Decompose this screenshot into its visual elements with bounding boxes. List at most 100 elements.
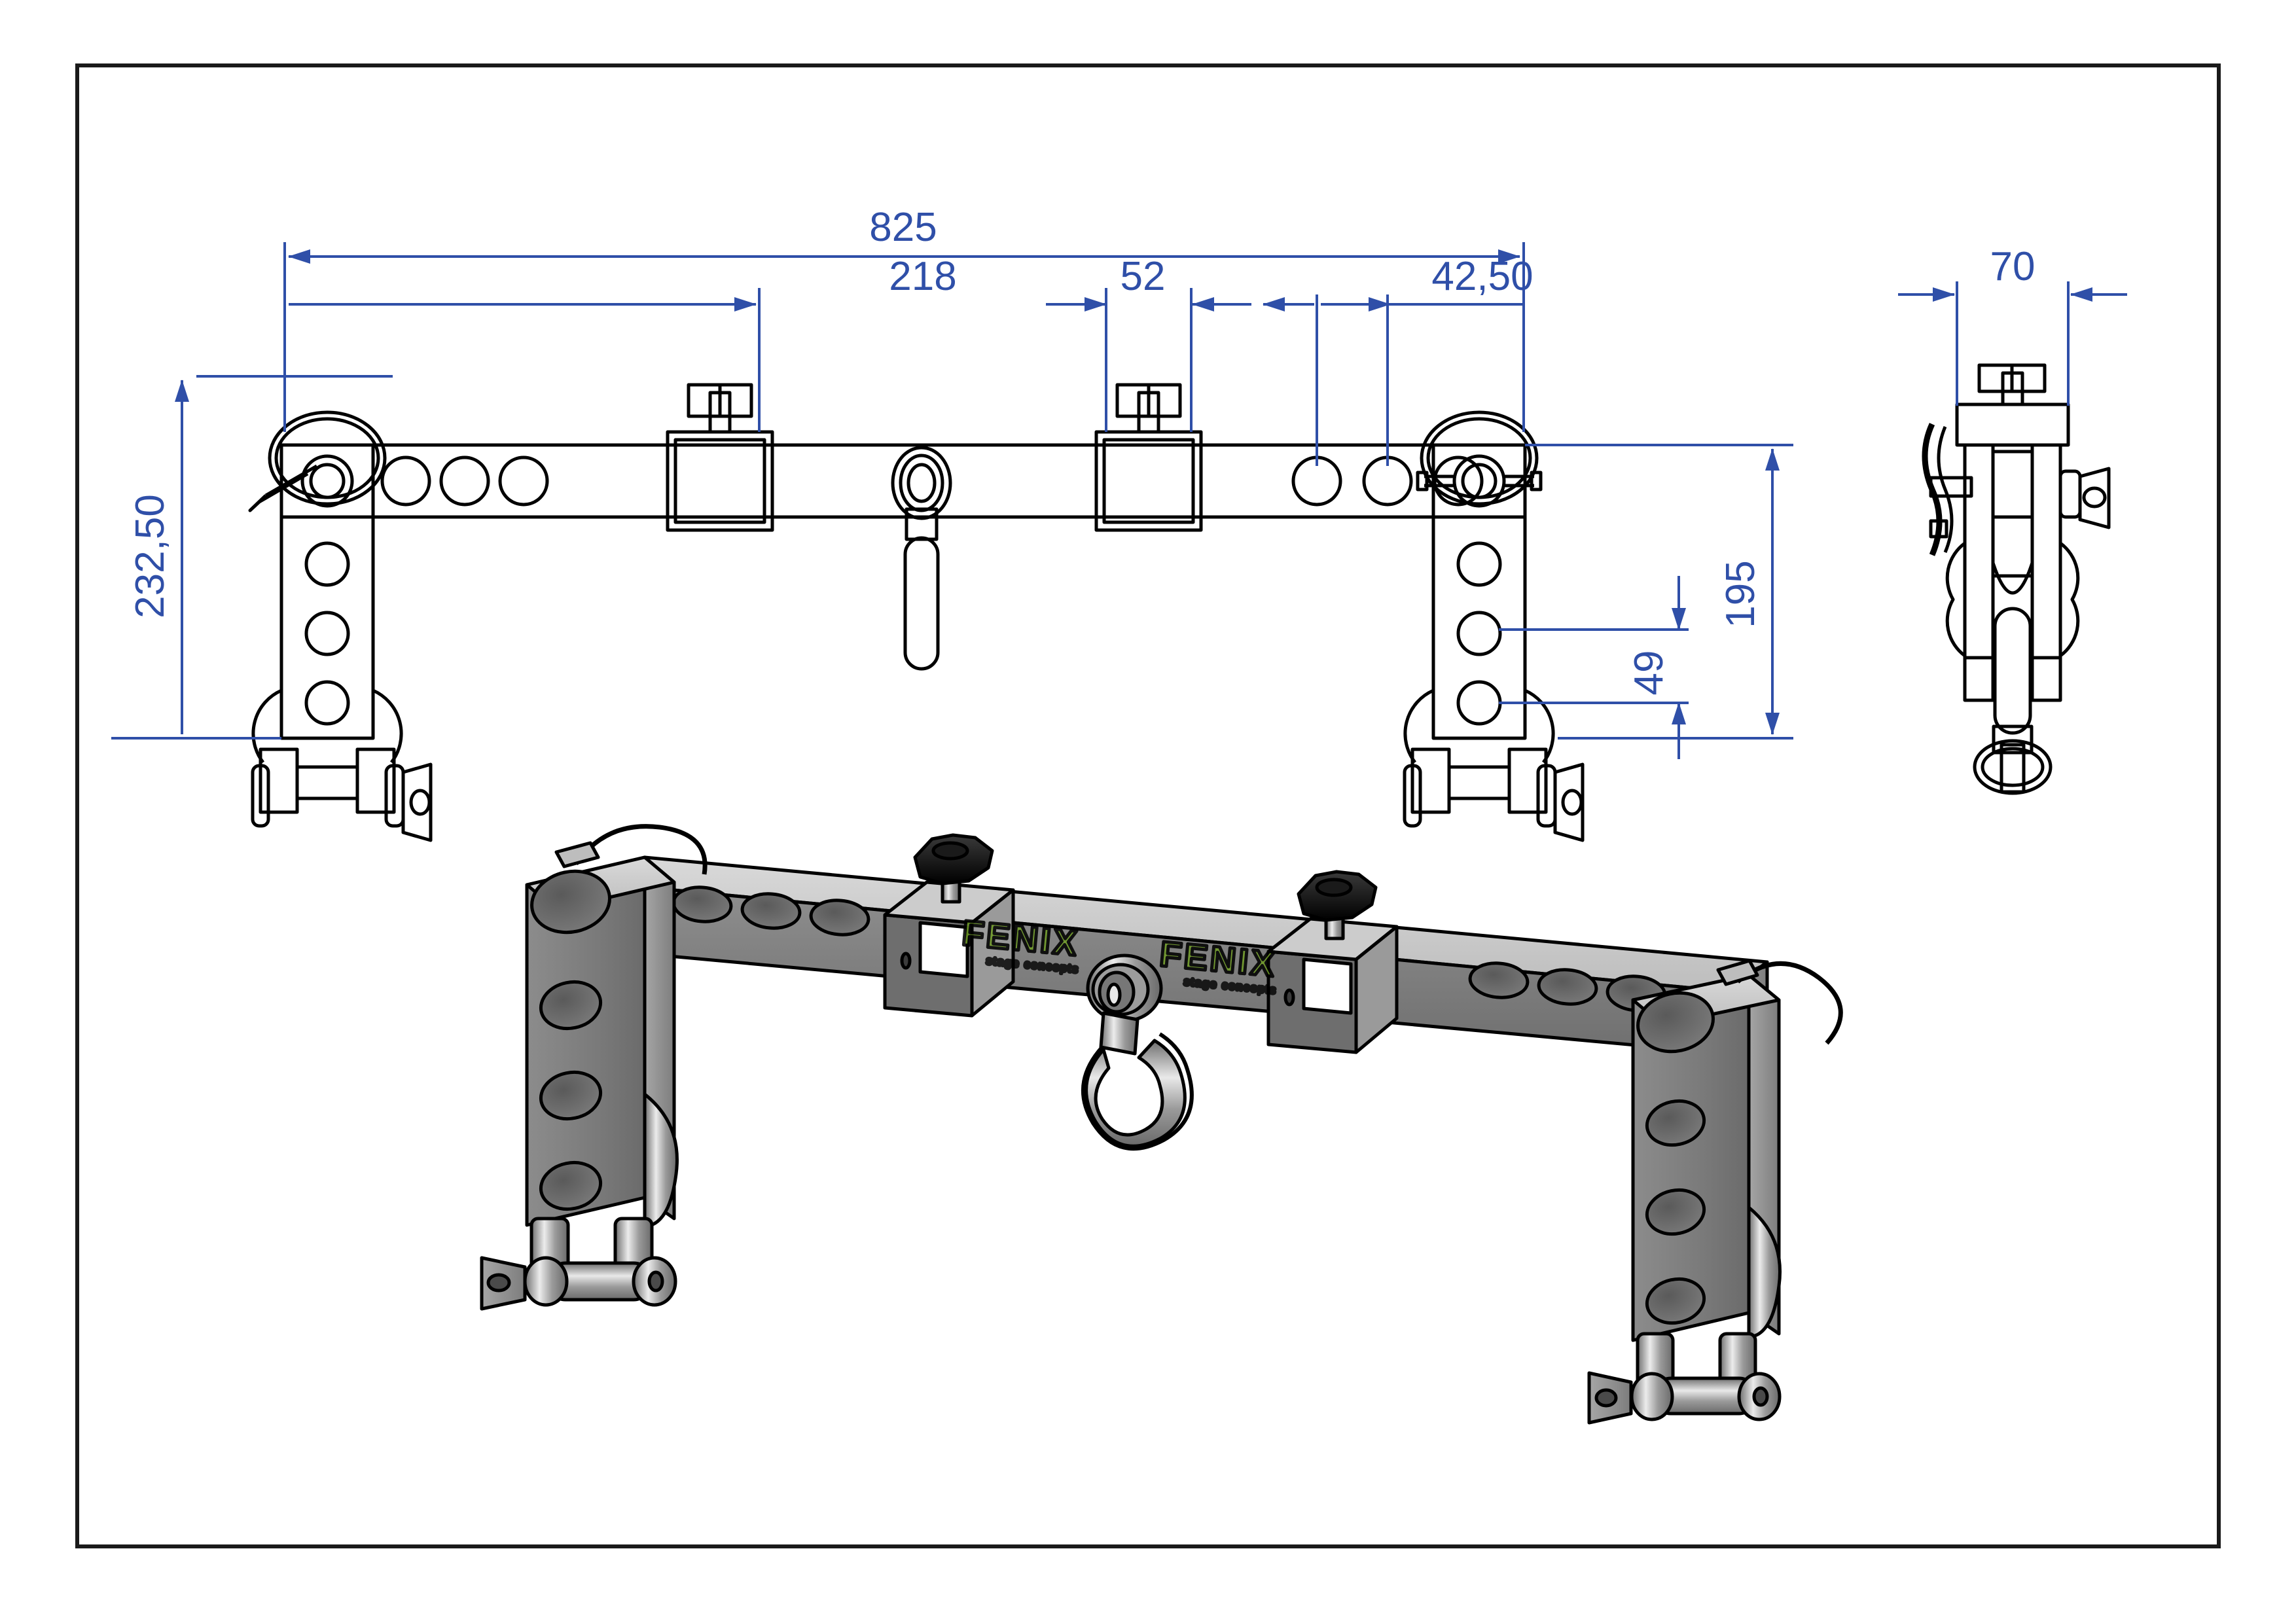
iso-beam-hole xyxy=(1537,968,1598,1006)
side-ring-wire-2 xyxy=(1937,426,1954,553)
iso-left-clamp-hole xyxy=(900,952,912,970)
left-leg-hole xyxy=(304,611,350,656)
side-pin-tip xyxy=(2000,743,2026,794)
left-shackle-tab-hole xyxy=(409,789,431,816)
beam-hole xyxy=(498,455,549,507)
left-leg-plate xyxy=(279,443,375,740)
front-elevation-view xyxy=(248,383,1585,842)
left-shackle-ear xyxy=(259,747,299,814)
iso-eye-shank xyxy=(1099,1011,1139,1056)
iso-left-leg-hole xyxy=(539,980,603,1031)
side-beam-right-wall xyxy=(2030,443,2062,660)
left-clamp-stem xyxy=(708,391,732,434)
side-shackle-collar xyxy=(2058,469,2082,519)
dimension-text-layer: 825 218 52 42,50 232,50 195 49 70 xyxy=(128,205,2035,695)
iso-left-shackle-nut xyxy=(523,1256,569,1307)
iso-left-leg-hole xyxy=(539,1160,603,1211)
iso-right-ring-clip xyxy=(1716,959,1759,986)
right-clamp-knob xyxy=(1115,383,1182,418)
isometric-3d-view: FENIX stage concepts FENIX stage concept… xyxy=(480,824,1843,1425)
right-shackle-ear xyxy=(1410,747,1451,814)
right-clamp-body-inner xyxy=(1102,438,1195,524)
right-shackle-nut xyxy=(1403,764,1422,828)
iso-eye-hole xyxy=(1106,982,1122,1007)
iso-left-ring-wire xyxy=(574,824,708,875)
side-ring-clip xyxy=(1929,519,1948,539)
iso-beam-hole xyxy=(1468,961,1530,999)
iso-eye-ring xyxy=(1081,1032,1194,1151)
iso-right-clamp-side xyxy=(1354,925,1399,1054)
dim-text-70: 70 xyxy=(1990,244,2036,289)
iso-right-clamp-window xyxy=(1302,957,1353,1015)
beam-hole xyxy=(439,455,490,507)
right-shackle-ear xyxy=(1507,747,1548,814)
right-clamp-stem xyxy=(1137,391,1160,434)
iso-right-leg-hole xyxy=(1645,1188,1706,1236)
iso-left-clamp-window xyxy=(918,921,969,978)
right-shackle-tab-hole xyxy=(1561,789,1583,816)
right-leg-hole xyxy=(1456,611,1502,656)
iso-left-shackle-tab-hole xyxy=(486,1273,511,1293)
iso-left-clamp-knob-top xyxy=(931,841,969,861)
dim-text-49: 49 xyxy=(1626,651,1672,696)
left-clamp-body-outer xyxy=(666,430,774,532)
left-leg-hole xyxy=(304,541,350,587)
side-center-pin xyxy=(1993,607,2032,735)
iso-left-shackle-head-hole xyxy=(647,1270,664,1293)
center-eye-inner xyxy=(906,463,937,503)
dimension-layer xyxy=(111,242,2127,759)
iso-beam-hole xyxy=(740,892,802,930)
side-clamp-top-plate xyxy=(1955,402,2070,447)
iso-beam-hole xyxy=(809,899,870,936)
iso-right-ring-wire xyxy=(1736,961,1843,1045)
sheet-border xyxy=(75,63,2221,1548)
left-ring-wire xyxy=(258,464,318,504)
beam-hole xyxy=(380,455,431,507)
left-shackle-bow xyxy=(251,688,403,764)
dim-text-52: 52 xyxy=(1121,254,1166,299)
iso-right-clamp xyxy=(1266,870,1399,1054)
side-shackle-tab xyxy=(2078,467,2111,529)
dim-text-195: 195 xyxy=(1718,560,1763,628)
side-pin-ring-inner xyxy=(1981,747,2045,787)
iso-right-leg-hole xyxy=(1636,991,1715,1054)
iso-left-clamp-side xyxy=(970,888,1015,1018)
iso-left-leg-hole xyxy=(530,869,611,935)
right-leg-hole xyxy=(1456,541,1502,587)
side-elevation-view xyxy=(1922,363,2111,795)
side-leg-right xyxy=(2030,656,2062,702)
iso-right-shackle-nut xyxy=(1630,1372,1674,1421)
side-ring-pin xyxy=(1929,476,1973,498)
dim-text-825: 825 xyxy=(869,205,937,250)
left-shackle-pin-body xyxy=(295,765,359,800)
left-retaining-ring-inner xyxy=(274,417,380,499)
left-clamp-knob xyxy=(687,383,753,418)
center-eye-shank xyxy=(905,507,939,541)
side-bow-right xyxy=(2059,541,2080,658)
left-retaining-ring-outer xyxy=(268,410,387,506)
iso-right-bow xyxy=(1747,1205,1782,1339)
right-ring-wire xyxy=(1424,474,1534,488)
iso-eye-bolt xyxy=(1081,954,1194,1151)
side-leg-left xyxy=(1963,656,1995,702)
side-pin-collar xyxy=(1992,724,2034,755)
right-pin-head-outer xyxy=(1452,454,1506,508)
iso-right-shackle-head-hole xyxy=(1752,1386,1769,1407)
iso-left-leg-hole xyxy=(539,1070,603,1121)
iso-left-clamp xyxy=(883,833,1015,1018)
left-shackle-nut xyxy=(251,764,270,828)
iso-right-shackle-tab-hole xyxy=(1594,1388,1618,1408)
iso-eye-ring-body xyxy=(1085,1039,1187,1148)
side-clamp-knob xyxy=(1977,363,2047,393)
side-bow-left xyxy=(1945,541,1966,658)
dim-text-218: 218 xyxy=(889,254,956,299)
right-leg-hole xyxy=(1456,680,1502,726)
iso-right-clamp-hole xyxy=(1283,988,1295,1007)
dim-text-23250: 232,50 xyxy=(128,494,173,618)
left-leg-hole xyxy=(304,680,350,726)
side-shackle-tab-hole xyxy=(2082,486,2107,508)
left-clamp-body-inner xyxy=(673,438,766,524)
iso-right-clamp-knob-top xyxy=(1315,878,1353,897)
